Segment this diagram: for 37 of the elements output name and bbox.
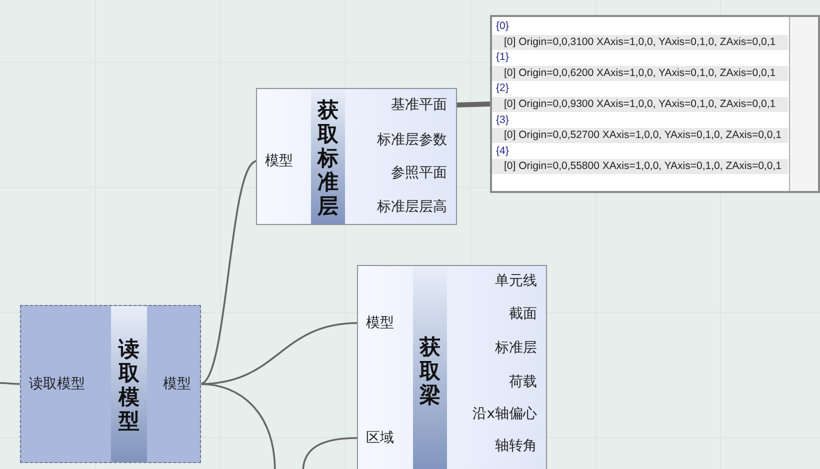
output-port: 标准层 [446,337,546,359]
panel-row-text: {2} [495,81,510,96]
panel-row: [0] Origin=0,0,52700 XAxis=1,0,0, YAxis=0,1,0, ZAxis=0,0,1 [492,128,788,144]
wire [200,383,276,469]
panel-row: [0] Origin=0,0,6200 XAxis=1,0,0, YAxis=0,1,0, ZAxis=0,0,1 [492,66,788,81]
data-panel [490,15,820,193]
output-port: 模型 [145,373,200,395]
output-port: 基准平面 [344,94,456,116]
panel-row: [0] Origin=0,0,55800 XAxis=1,0,0, YAxis=0,1,0, ZAxis=0,0,1 [492,159,788,174]
wire [302,437,358,469]
output-port: 轴转角 [446,435,546,457]
output-port: 荷载 [446,371,546,393]
panel-row-text: {1} [495,50,510,66]
input-port: 模型 [358,312,413,334]
input-port: 区域 [358,427,413,449]
component-title: 获取梁 [418,335,442,407]
input-port: 模型 [257,150,311,172]
component-box [256,88,457,225]
panel-row-text: {4} [495,144,510,159]
output-port: 标准层参数 [344,129,456,151]
component-title: 读取模型 [117,337,140,433]
panel-row-text: {0} [495,19,510,34]
panel-row-text: {3} [495,112,510,128]
output-port: 单元线 [446,270,546,292]
wire [200,160,258,385]
component-box [20,305,201,463]
panel-row: [0] Origin=0,0,3100 XAxis=1,0,0, YAxis=0,1,0, ZAxis=0,0,1 [492,34,788,50]
component-box [357,265,547,469]
output-port: 沿x轴偏心 [446,403,546,425]
output-port: 截面 [446,303,546,325]
panel-row: [0] Origin=0,0,9300 XAxis=1,0,0, YAxis=0,1,0, ZAxis=0,0,1 [492,97,788,112]
output-port: 参照平面 [344,162,456,184]
double-wire [456,102,490,108]
wire [0,382,21,385]
input-port: 读取模型 [21,373,111,395]
output-port: 标准层层高 [344,196,456,218]
component-title: 获取标准层 [316,98,340,218]
